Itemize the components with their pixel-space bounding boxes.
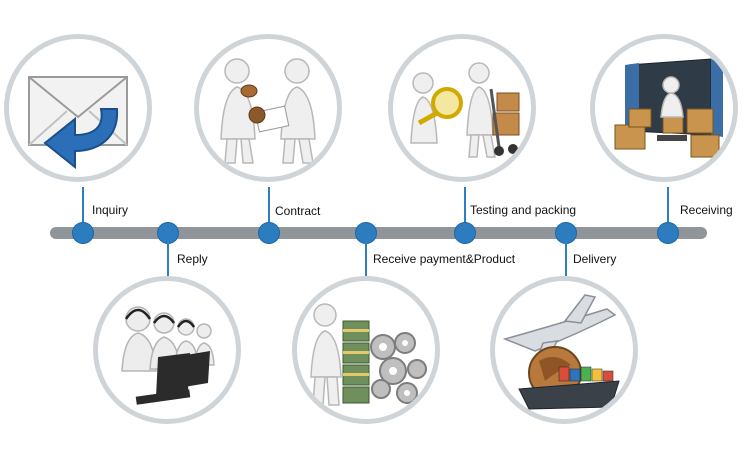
- payment-stem: [365, 240, 367, 276]
- contract-node: [258, 222, 280, 244]
- payment-illustration: [292, 276, 440, 424]
- plane-ship-globe-icon: [502, 294, 620, 410]
- container-boxes-icon: [614, 58, 723, 158]
- envelope-reply-icon: [28, 76, 128, 170]
- reply-label: Reply: [177, 252, 208, 266]
- inquiry-stem: [82, 187, 84, 229]
- contract-stem: [268, 187, 270, 229]
- reply-stem: [167, 240, 169, 276]
- contract-handshake-icon: [220, 58, 316, 164]
- inquiry-label: Inquiry: [92, 203, 129, 217]
- call-center-icon: [121, 306, 215, 405]
- timeline-bar: [50, 227, 707, 239]
- testing-label: Testing and packing: [470, 203, 577, 217]
- receiving-stem: [667, 187, 669, 229]
- reply-illustration: [93, 276, 241, 424]
- receiving-node: [657, 222, 679, 244]
- inspection-cart-icon: [410, 62, 520, 158]
- receiving-illustration: [590, 34, 738, 182]
- testing-node: [454, 222, 476, 244]
- delivery-illustration: [490, 276, 638, 424]
- testing-stem: [464, 187, 466, 229]
- testing-illustration: [388, 34, 536, 182]
- money-gears-icon: [310, 303, 427, 406]
- payment-label: Receive payment&Product: [373, 252, 516, 266]
- contract-illustration: [194, 34, 342, 182]
- payment-node: [355, 222, 377, 244]
- delivery-stem: [565, 240, 567, 276]
- contract-label: Contract: [275, 204, 321, 218]
- receiving-label: Receiving: [680, 203, 733, 217]
- inquiry-node: [72, 222, 94, 244]
- delivery-node: [555, 222, 577, 244]
- delivery-label: Delivery: [573, 252, 617, 266]
- reply-node: [157, 222, 179, 244]
- inquiry-illustration: [4, 34, 152, 182]
